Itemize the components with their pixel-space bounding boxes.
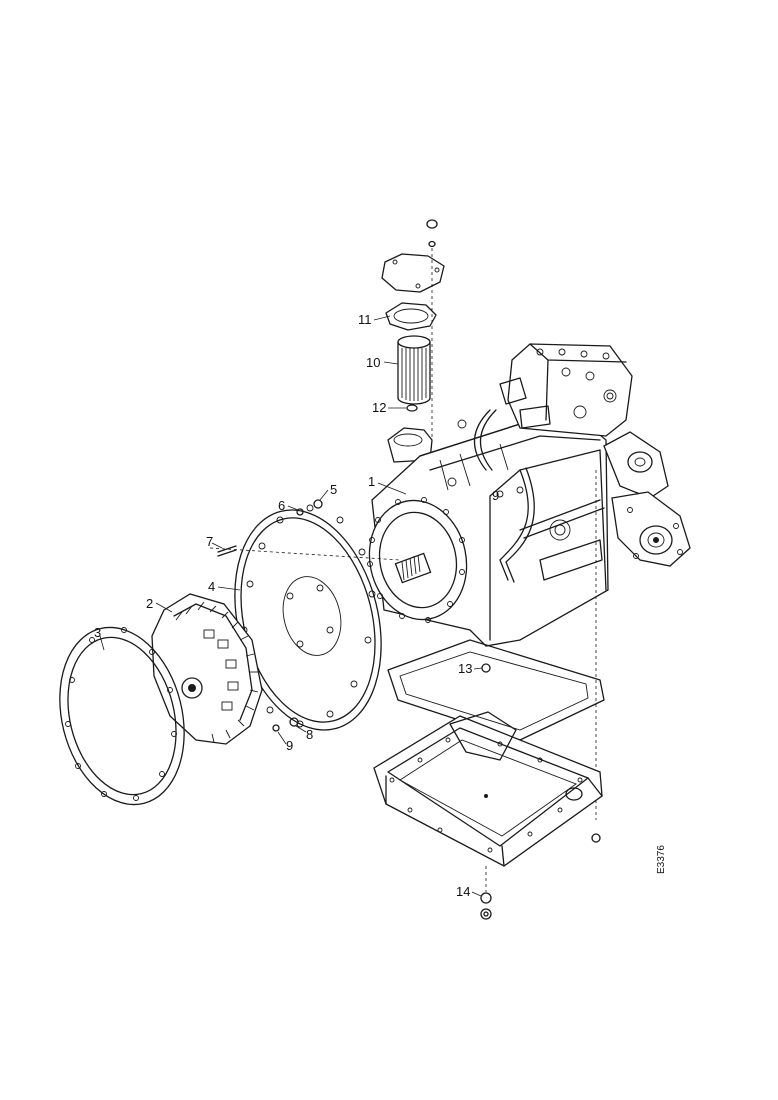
- callout-8: 8: [306, 727, 313, 742]
- control-valve-block: [473, 343, 633, 471]
- callout-6: 6: [278, 498, 285, 513]
- callout-2: 2: [146, 596, 153, 611]
- pump-assembly: [595, 431, 691, 820]
- callout-10: 10: [366, 355, 380, 370]
- drawing-reference-number: E3376: [656, 845, 667, 874]
- callout-labels: 1 2 3 4 5 6 7 8 9 9 10 11 12 13 14 E3376: [94, 312, 667, 899]
- callout-14: 14: [456, 884, 470, 899]
- top-cover-assembly: [381, 219, 445, 440]
- torque-converter: [151, 593, 263, 745]
- callout-11: 11: [358, 312, 372, 327]
- callout-4: 4: [208, 579, 215, 594]
- oil-pan-assembly: [373, 639, 605, 920]
- callout-9-housing: 9: [492, 488, 499, 503]
- callout-5: 5: [330, 482, 337, 497]
- callout-3: 3: [94, 625, 101, 640]
- converter-ring: [59, 626, 185, 806]
- callout-7: 7: [206, 534, 213, 549]
- leader-lines: [99, 315, 483, 897]
- transmission-housing: [367, 417, 609, 647]
- callout-1: 1: [368, 474, 375, 489]
- callout-13: 13: [458, 661, 472, 676]
- callout-12: 12: [372, 400, 386, 415]
- callout-9-lower: 9: [286, 738, 293, 753]
- fasteners: [217, 499, 323, 732]
